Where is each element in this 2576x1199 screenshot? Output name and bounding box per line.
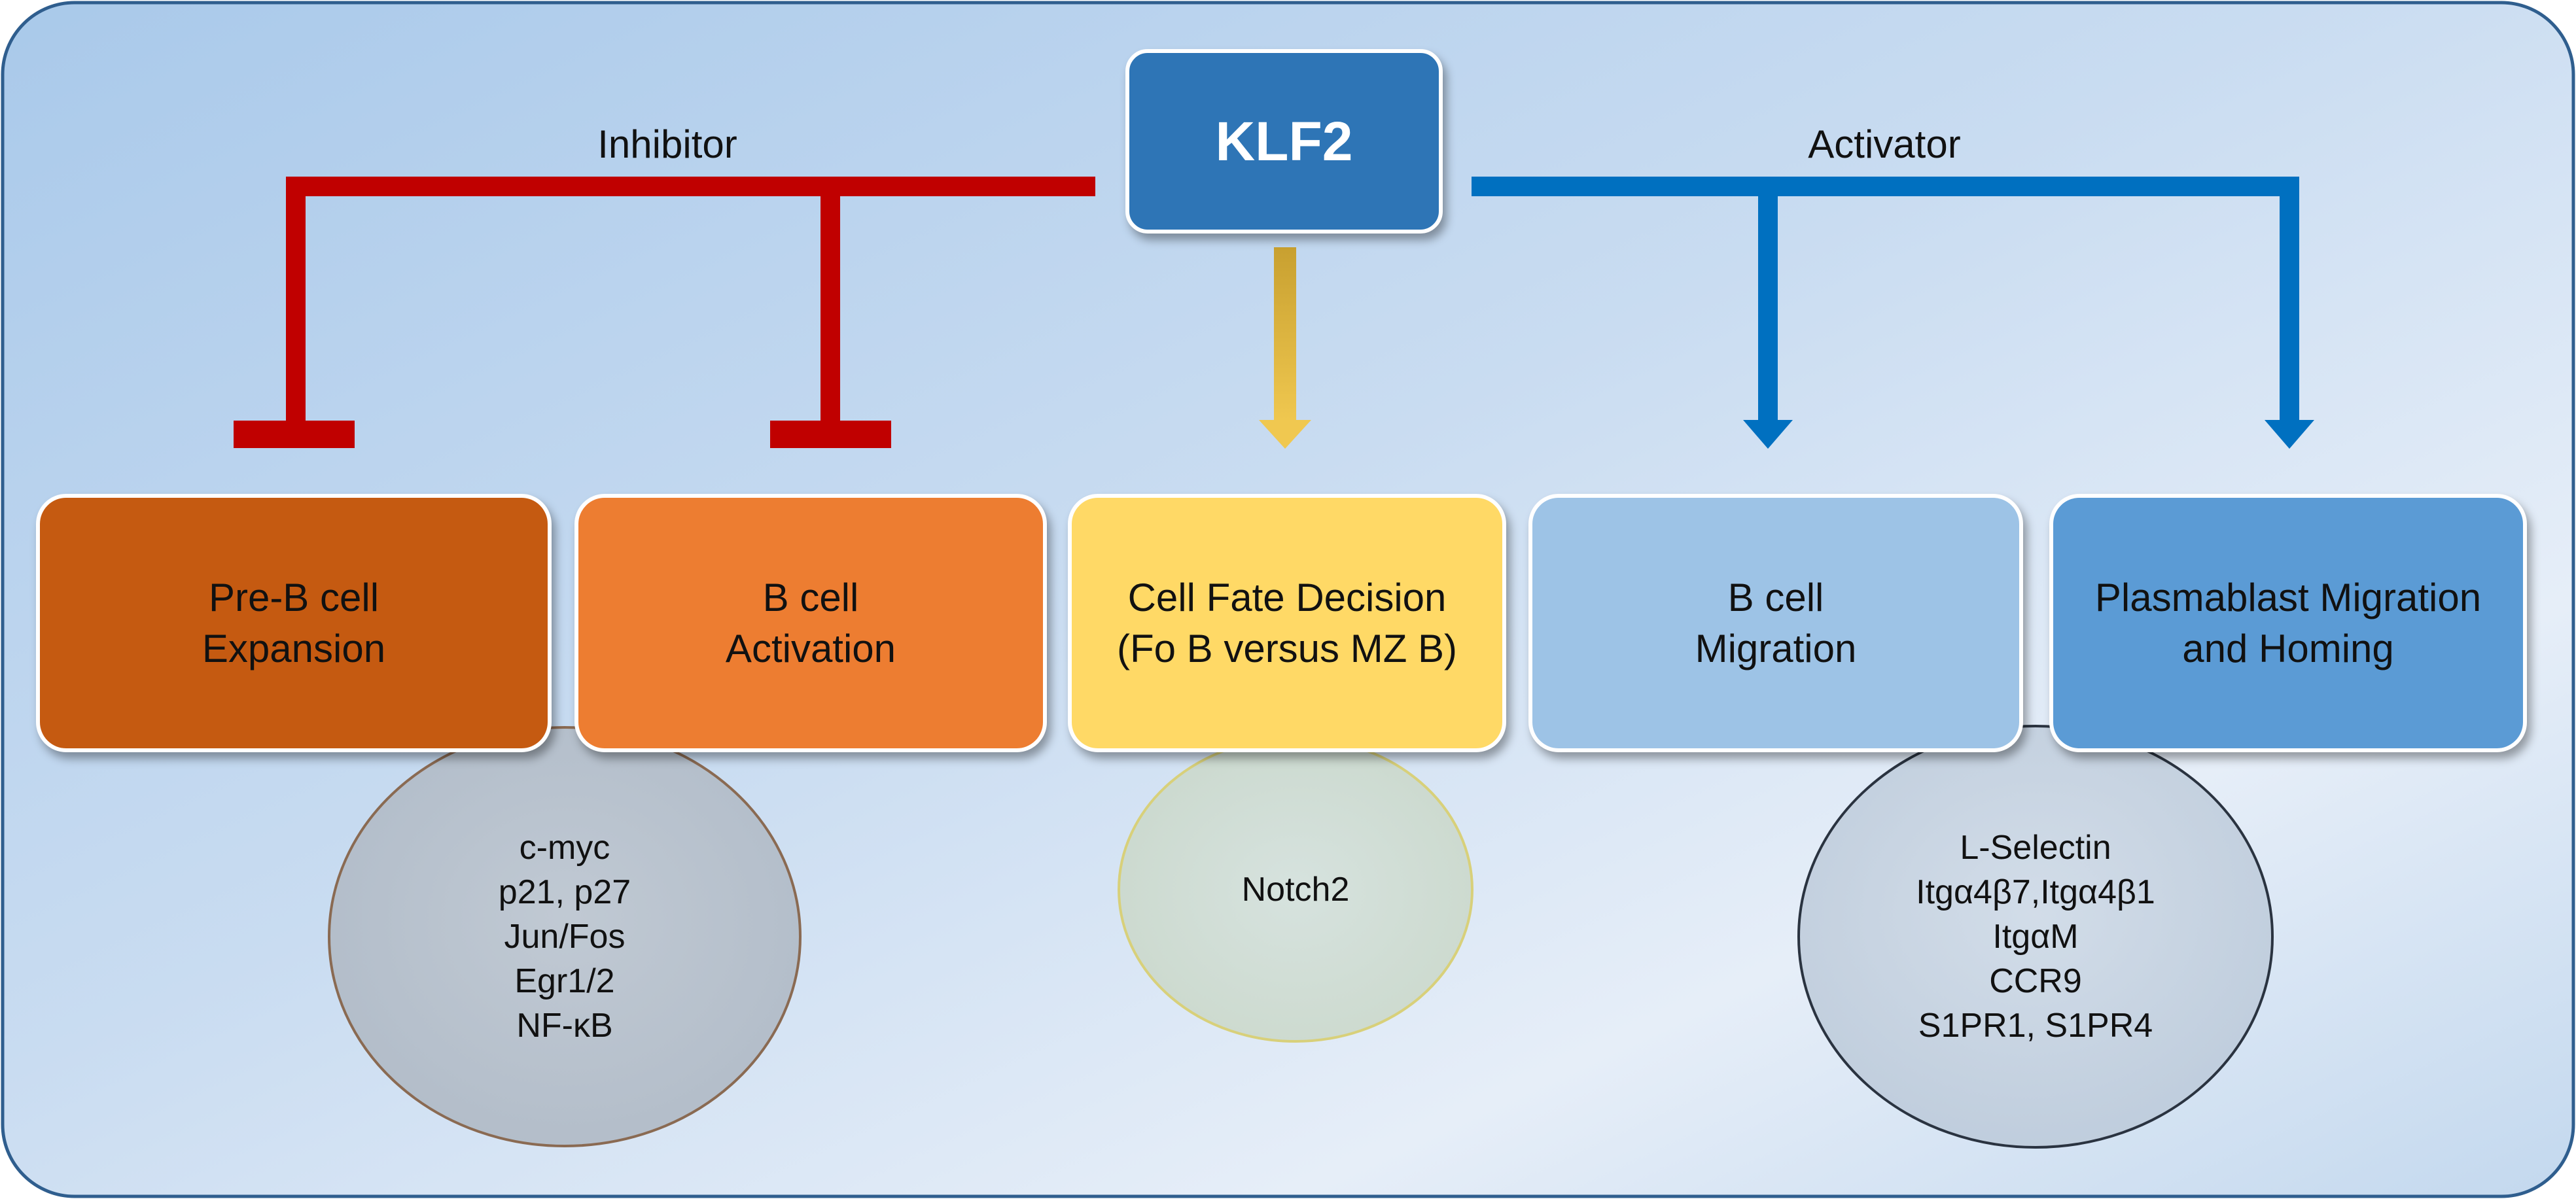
inhibition-bar-b-activation (770, 421, 891, 448)
targets-migration-list: L-Selectin Itgα4β7,Itgα4β1 ItgαM CCR9 S1… (1916, 829, 2155, 1045)
activator-branch (1472, 177, 2314, 449)
arrow-head-b-migration (1743, 420, 1793, 449)
fate-decision-arrow (1259, 247, 1311, 449)
inhibitor-label: Inhibitor (597, 122, 737, 166)
box-cell-fate-decision: Cell Fate Decision (Fo B versus MZ B) (1068, 494, 1506, 752)
box-b-cell-migration: B cell Migration (1528, 494, 2023, 752)
klf2-node: KLF2 (1125, 49, 1443, 234)
arrow-head-plasmablast (2265, 420, 2314, 449)
ellipse-migration-targets (1797, 725, 2274, 1149)
targets-inhibition-list: c-myc p21, p27 Jun/Fos Egr1/2 NF-κB (498, 829, 631, 1045)
box-plasmablast-migration-homing: Plasmablast Migration and Homing (2049, 494, 2527, 752)
ellipse-inhibition-targets (328, 726, 802, 1147)
targets-fate-list: Notch2 (1241, 871, 1350, 909)
activator-label: Activator (1808, 122, 1961, 166)
box-b-cell-activation: B cell Activation (574, 494, 1047, 752)
box-pre-b-cell-expansion: Pre-B cell Expansion (36, 494, 552, 752)
inhibitor-branch (234, 177, 1095, 448)
inhibition-bar-pre-b (234, 421, 355, 448)
